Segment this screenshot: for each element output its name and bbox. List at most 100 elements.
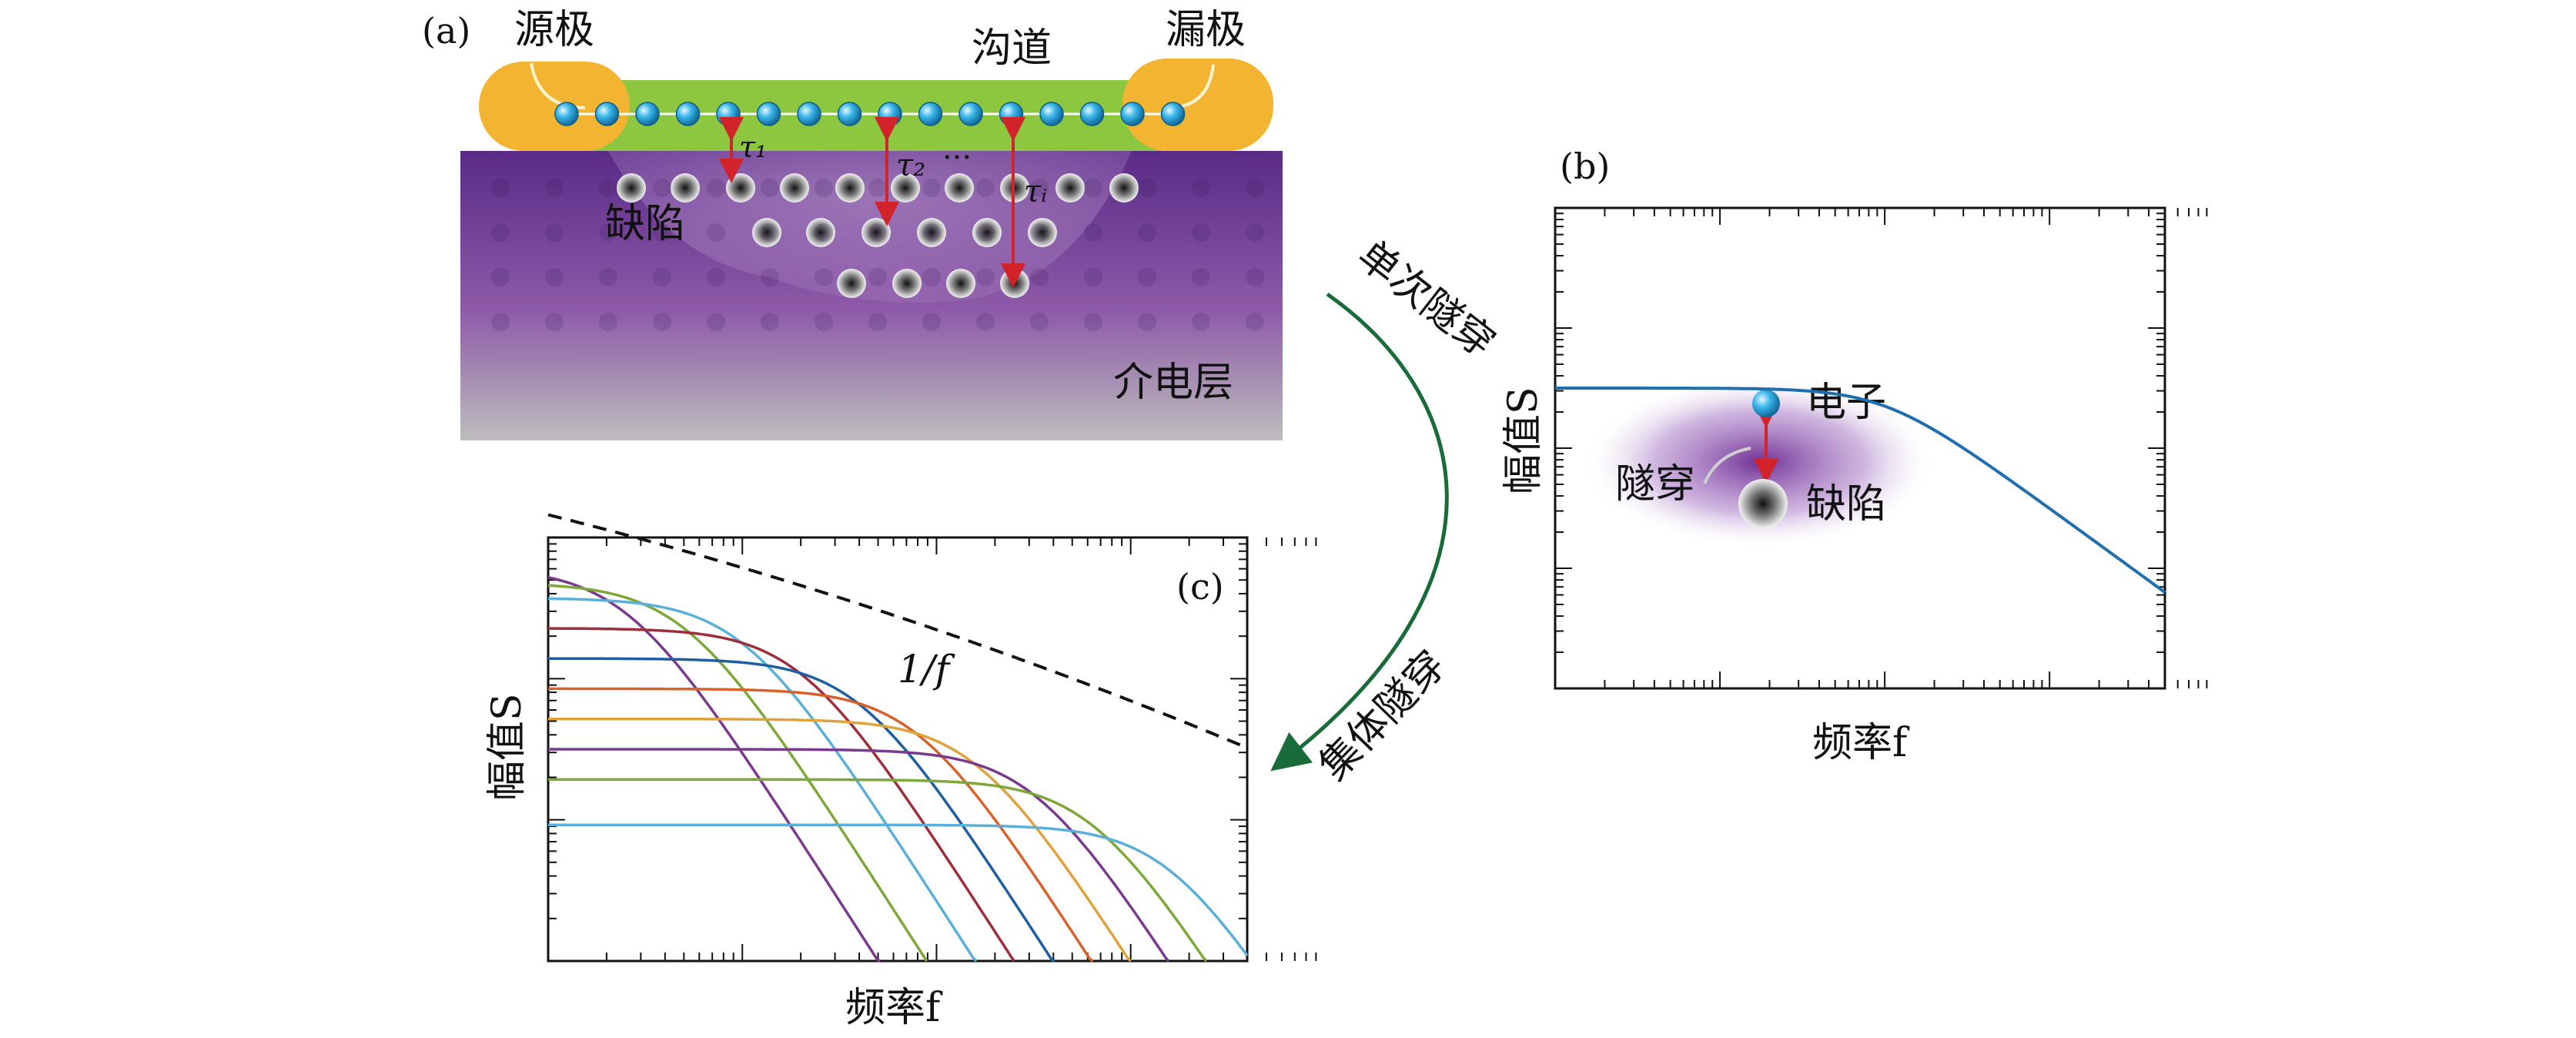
- background-defect: [1192, 223, 1210, 242]
- background-defect: [599, 179, 617, 197]
- lorentzian-curve: [548, 748, 1170, 963]
- channel-electron: [837, 102, 862, 126]
- channel-electron: [1039, 102, 1064, 126]
- dielectric-label: 介电层: [1113, 360, 1233, 406]
- background-defect: [1138, 223, 1156, 242]
- lorentzian-curve: [547, 597, 978, 963]
- panel-a: (a) τ₁ τ₂ ··· τᵢ 源极 沟道 漏极 缺陷 介电层: [422, 7, 1283, 440]
- defect-label-b: 缺陷: [1806, 481, 1886, 527]
- background-defect: [707, 223, 725, 242]
- background-defect: [1192, 179, 1210, 197]
- background-defect: [922, 268, 941, 286]
- channel-label: 沟道: [972, 25, 1052, 72]
- background-defect: [976, 223, 995, 242]
- channel-electron: [1120, 102, 1145, 126]
- panel-b-ylabel: 幅值S: [1500, 387, 1547, 494]
- tunneling-pointer: [1703, 447, 1751, 484]
- defect-site: [726, 173, 755, 203]
- source-electrode: [479, 62, 630, 151]
- channel-electron: [878, 102, 902, 126]
- background-defect: [599, 313, 617, 331]
- background-defect: [545, 223, 564, 242]
- background-defect: [761, 313, 779, 331]
- background-defect: [599, 268, 617, 286]
- source-label: 源极: [514, 7, 594, 53]
- panel-c-label: (c): [1176, 566, 1224, 608]
- background-defect: [491, 268, 510, 286]
- panel-a-label: (a): [422, 10, 470, 52]
- defect-site: [946, 269, 975, 298]
- single-tunneling-label: 单次隧穿: [1349, 232, 1504, 367]
- background-defect: [1030, 268, 1049, 286]
- background-defect: [491, 223, 510, 242]
- background-defect: [815, 223, 833, 242]
- background-defect: [761, 223, 779, 242]
- tunneling-label: 隧穿: [1615, 461, 1695, 507]
- panel-b-xlabel: 频率f: [1812, 720, 1910, 766]
- lorentzian-curve: [547, 584, 928, 962]
- defect-site: [1109, 173, 1139, 203]
- background-defect: [1138, 179, 1156, 197]
- tunneling-arrows: 单次隧穿 集体隧穿: [1270, 232, 1504, 789]
- background-defect: [599, 223, 617, 242]
- channel-electron: [756, 102, 781, 126]
- panel-c-ylabel: 幅值S: [484, 693, 530, 801]
- defect-site: [917, 218, 946, 247]
- background-defect: [868, 179, 887, 197]
- defect-site: [806, 218, 835, 247]
- background-defect: [1030, 313, 1049, 331]
- defect-dot: [1738, 479, 1788, 528]
- electron-dot: [1752, 390, 1780, 417]
- ellipsis-label: ···: [942, 140, 972, 176]
- background-defect: [1246, 179, 1264, 197]
- defect-site: [671, 173, 700, 203]
- tau-1-label: τ₁: [739, 130, 767, 164]
- background-defect: [707, 313, 725, 331]
- background-defect: [491, 313, 510, 331]
- background-defect: [653, 223, 671, 242]
- background-defect: [1246, 268, 1264, 286]
- background-defect: [545, 268, 564, 286]
- background-defect: [1084, 313, 1102, 331]
- background-defect: [815, 313, 833, 331]
- tau-2-label: τ₂: [896, 148, 925, 183]
- background-defect: [976, 268, 995, 286]
- drain-electrode: [1122, 59, 1273, 151]
- background-defect: [976, 313, 995, 331]
- background-defect: [653, 313, 671, 331]
- lorentzian-curve: [548, 778, 1208, 963]
- channel-electron: [1079, 102, 1105, 126]
- background-defect: [815, 179, 833, 197]
- background-defect: [868, 268, 887, 286]
- defect-site: [1028, 218, 1057, 247]
- channel-electron: [999, 102, 1024, 126]
- panel-b: (b) 电子 隧穿 缺陷 幅值S 频率f: [1500, 146, 2208, 766]
- transition-arrow: [1270, 292, 1449, 772]
- background-defect: [653, 179, 671, 197]
- defect-site: [617, 173, 646, 203]
- lorentzian-curve: [548, 627, 1015, 963]
- channel-electron: [554, 102, 579, 126]
- defect-site: [892, 269, 922, 298]
- channel-electron: [918, 102, 943, 126]
- channel-electron: [675, 102, 701, 126]
- one-over-f-label: 1/f: [898, 647, 955, 691]
- defect-site: [1055, 173, 1085, 203]
- defect-site: [780, 173, 809, 203]
- panel-b-ticks: [1554, 208, 2208, 689]
- lorentzian-curve: [547, 576, 882, 963]
- defect-site: [835, 173, 865, 203]
- background-defect: [868, 223, 887, 242]
- panel-c-curves: [547, 576, 1249, 963]
- lorentzian-curve: [548, 823, 1249, 956]
- background-defect: [545, 179, 564, 197]
- background-defect: [1192, 268, 1210, 286]
- background-defect: [653, 268, 671, 286]
- background-defect: [922, 313, 941, 331]
- panel-b-label: (b): [1560, 146, 1610, 187]
- background-defect: [1084, 179, 1102, 197]
- background-defect: [922, 179, 941, 197]
- channel-electron: [1160, 102, 1186, 126]
- defect-site: [972, 218, 1002, 247]
